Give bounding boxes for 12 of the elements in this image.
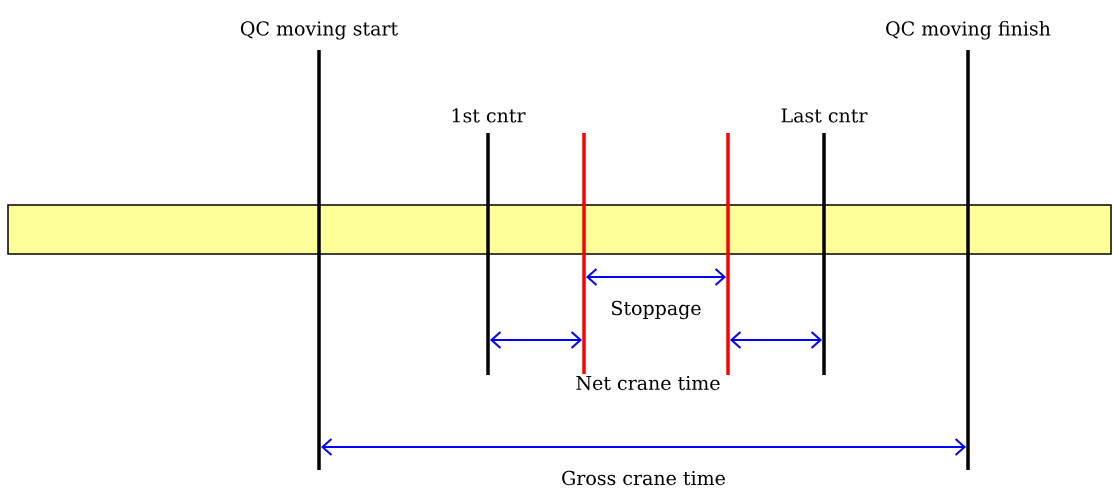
span-label: Net crane time — [573, 373, 723, 393]
double-arrow — [729, 331, 823, 349]
edge-label: Stoppage — [608, 298, 704, 322]
line-label: 1st cntr — [452, 108, 526, 123]
double-arrow — [585, 268, 727, 286]
line-label: QC moving finish — [886, 20, 1051, 40]
edge-label: Gross crane time — [559, 468, 728, 488]
line-label: Last cntr — [781, 108, 868, 123]
band — [7, 204, 1112, 255]
double-arrow — [320, 438, 967, 456]
double-arrow — [489, 331, 583, 349]
line-label: QC moving start — [240, 21, 398, 40]
